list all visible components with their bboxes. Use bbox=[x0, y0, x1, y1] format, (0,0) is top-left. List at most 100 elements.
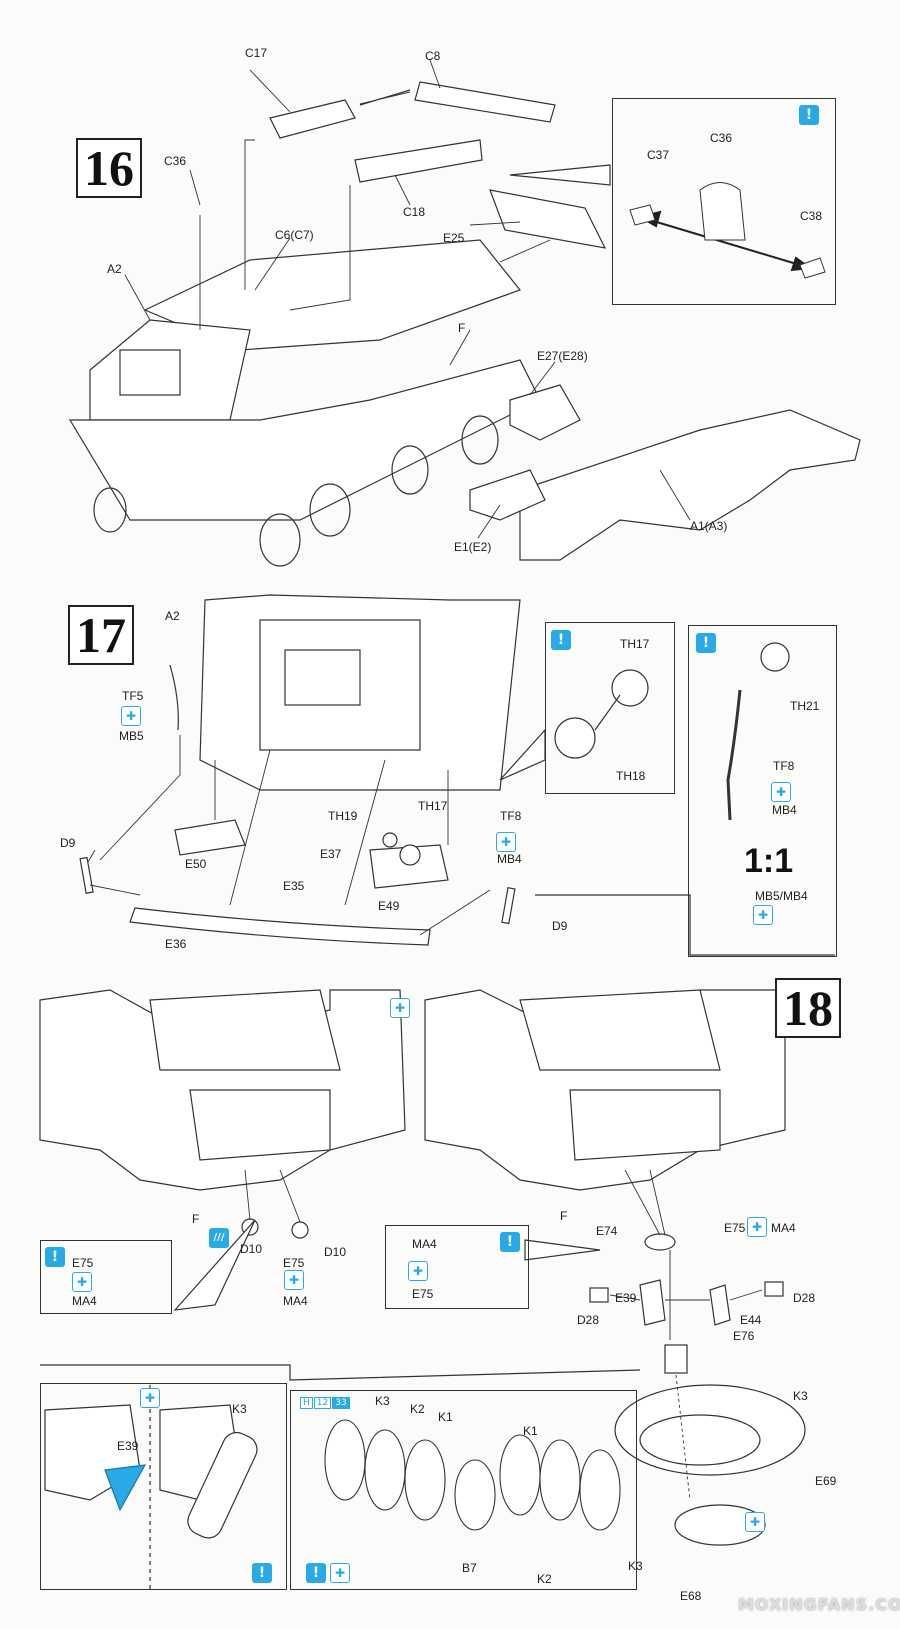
label-ma4-left: MA4 bbox=[283, 1294, 308, 1308]
weathering-icon: /// bbox=[209, 1228, 229, 1248]
label-detail-c38: C38 bbox=[800, 209, 823, 223]
part-c18 bbox=[354, 139, 483, 183]
label-detail-ma4: MA4 bbox=[72, 1294, 97, 1308]
label-ma4-right: MA4 bbox=[771, 1221, 796, 1235]
attention-icon: ! bbox=[252, 1563, 272, 1583]
attention-icon: ! bbox=[500, 1232, 520, 1252]
part-th17 bbox=[399, 844, 421, 866]
label-wheel-b7: B7 bbox=[462, 1561, 477, 1575]
paint-icon: ✚ bbox=[72, 1272, 92, 1292]
label-wheel-k2-bottom: K2 bbox=[537, 1572, 552, 1586]
label-d9-right: D9 bbox=[552, 919, 568, 933]
wheels-16 bbox=[93, 415, 499, 567]
label-d28-right: D28 bbox=[793, 1291, 816, 1305]
label-c8: C8 bbox=[425, 49, 441, 63]
paint-icon: ✚ bbox=[747, 1217, 767, 1237]
detail-box-18-right bbox=[385, 1225, 529, 1309]
label-k3: K3 bbox=[793, 1389, 808, 1403]
wheel-exploded bbox=[324, 1419, 621, 1531]
chip-12: 12 bbox=[313, 1397, 332, 1409]
rear-hatch bbox=[284, 649, 361, 706]
frame-a1 bbox=[519, 409, 861, 561]
step-number-18: 18 bbox=[775, 978, 841, 1038]
label-c36: C36 bbox=[164, 154, 187, 168]
label-c18: C18 bbox=[403, 205, 426, 219]
paint-icon: ✚ bbox=[330, 1563, 350, 1583]
label-mb5-mb4: MB5/MB4 bbox=[755, 889, 808, 903]
attention-icon: ! bbox=[799, 105, 819, 125]
paint-icon: ✚ bbox=[408, 1261, 428, 1281]
label-e1-e2: E1(E2) bbox=[454, 540, 492, 554]
label-c17: C17 bbox=[245, 46, 268, 60]
attention-icon: ! bbox=[45, 1247, 65, 1267]
scale-label: 1:1 bbox=[744, 842, 794, 880]
paint-icon: ✚ bbox=[121, 706, 141, 726]
paint-icon: ✚ bbox=[771, 782, 791, 802]
part-e1 bbox=[469, 469, 546, 521]
attention-icon: ! bbox=[551, 630, 571, 650]
paint-icon: ✚ bbox=[745, 1512, 765, 1532]
label-wheel-k1-right: K1 bbox=[523, 1424, 538, 1438]
label-wheel-k3-bottom: K3 bbox=[628, 1559, 643, 1573]
label-tf5: TF5 bbox=[122, 689, 144, 703]
part-e25 bbox=[489, 189, 607, 249]
label-e74: E74 bbox=[596, 1224, 618, 1238]
part-e36 bbox=[129, 907, 431, 946]
chip-33: 33 bbox=[332, 1397, 350, 1409]
label-e37: E37 bbox=[320, 847, 342, 861]
label-f: F bbox=[458, 321, 466, 335]
detail-box-17a bbox=[545, 622, 675, 794]
label-bl-e39: E39 bbox=[117, 1439, 139, 1453]
label-wheel-k1-top: K1 bbox=[438, 1410, 453, 1424]
label-detail-tf8: TF8 bbox=[773, 759, 795, 773]
detail-box-17b bbox=[688, 625, 837, 957]
step-number-16: 16 bbox=[76, 138, 142, 198]
label-e49: E49 bbox=[378, 899, 400, 913]
label-e69: E69 bbox=[815, 1474, 837, 1488]
label-e68: E68 bbox=[680, 1589, 702, 1603]
part-e39-highlight bbox=[104, 1464, 147, 1512]
label-mb5: MB5 bbox=[119, 729, 144, 743]
part-e27 bbox=[509, 384, 581, 441]
label-detail-mb4: MB4 bbox=[772, 803, 797, 817]
part-e49 bbox=[369, 844, 449, 889]
watermark: MOXINGFANS.COM bbox=[738, 1595, 900, 1614]
label-e44: E44 bbox=[740, 1313, 762, 1327]
lower-hull bbox=[68, 359, 541, 521]
part-d9-left bbox=[79, 856, 94, 894]
detail-box-18-wheel bbox=[290, 1390, 637, 1590]
attention-icon: ! bbox=[696, 633, 716, 653]
label-wheel-k2-top: K2 bbox=[410, 1402, 425, 1416]
label-d9-left: D9 bbox=[60, 836, 76, 850]
part-c17 bbox=[269, 99, 356, 139]
label-a2: A2 bbox=[165, 609, 180, 623]
label-detail-c36: C36 bbox=[710, 131, 733, 145]
paint-icon: ✚ bbox=[496, 832, 516, 852]
label-a2: A2 bbox=[107, 262, 122, 276]
label-detail-e75: E75 bbox=[72, 1256, 94, 1270]
attention-icon: ! bbox=[306, 1563, 326, 1583]
paint-icon: ✚ bbox=[753, 905, 773, 925]
chip-h: H bbox=[300, 1397, 313, 1409]
label-detail-th21: TH21 bbox=[790, 699, 820, 713]
part-th19 bbox=[382, 832, 398, 848]
label-detail-ma4-right: MA4 bbox=[412, 1237, 437, 1251]
label-e76: E76 bbox=[733, 1329, 755, 1343]
paint-icon: ✚ bbox=[284, 1270, 304, 1290]
part-c8 bbox=[414, 81, 556, 123]
label-e39: E39 bbox=[615, 1291, 637, 1305]
paint-icon: ✚ bbox=[140, 1388, 160, 1408]
detail-box-18-left bbox=[40, 1240, 172, 1314]
label-f-right: F bbox=[560, 1209, 568, 1223]
label-e35: E35 bbox=[283, 879, 305, 893]
label-detail-e75-right: E75 bbox=[412, 1287, 434, 1301]
label-mb4: MB4 bbox=[497, 852, 522, 866]
label-e75-right: E75 bbox=[724, 1221, 746, 1235]
part-e50 bbox=[174, 819, 246, 856]
paint-icon: ✚ bbox=[390, 998, 410, 1018]
label-c6-c7: C6(C7) bbox=[275, 228, 314, 242]
label-e27-e28: E27(E28) bbox=[537, 349, 588, 363]
